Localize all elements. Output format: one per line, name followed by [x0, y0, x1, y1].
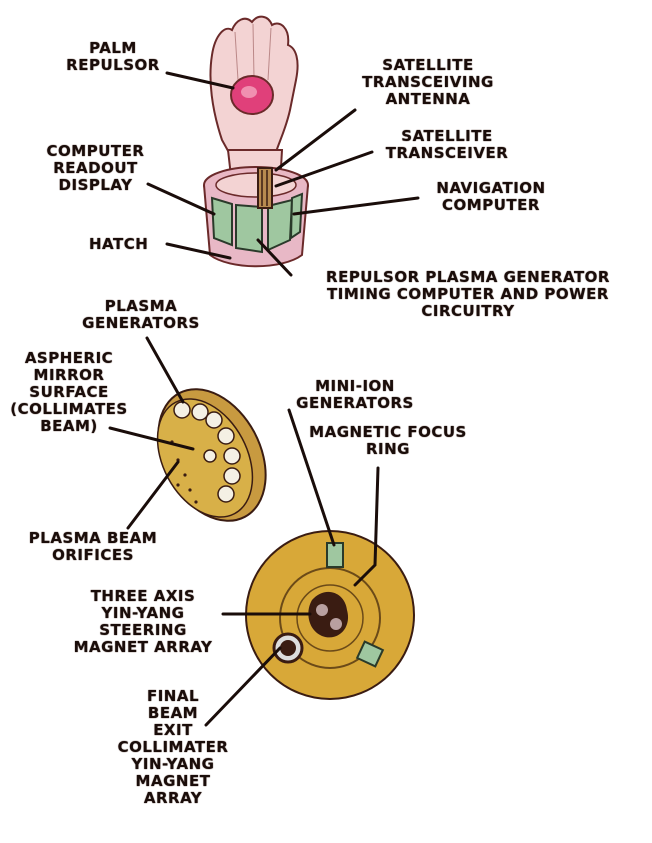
label-palm-repulsor: PALM REPULSOR — [66, 39, 160, 74]
label-satellite-antenna: SATELLITE TRANSCEIVING ANTENNA — [362, 56, 494, 108]
label-navigation-computer: NAVIGATION COMPUTER — [436, 179, 546, 214]
label-repulsor-plasma-generator: REPULSOR PLASMA GENERATOR TIMING COMPUTE… — [326, 268, 610, 320]
label-plasma-beam-orifices: PLASMA BEAM ORIFICES — [28, 529, 158, 564]
label-final-beam-exit: FINAL BEAM EXIT COLLIMATER YIN-YANG MAGN… — [117, 687, 229, 807]
label-three-axis-magnet-array: THREE AXIS YIN-YANG STEERING MAGNET ARRA… — [73, 587, 213, 656]
leader-lines — [108, 71, 420, 727]
label-hatch: HATCH — [89, 235, 149, 253]
label-satellite-transceiver: SATELLITE TRANSCEIVER — [385, 127, 509, 162]
label-mini-ion-generators: MINI-ION GENERATORS — [296, 377, 414, 412]
label-computer-readout: COMPUTER READOUT DISPLAY — [46, 142, 145, 194]
label-magnetic-focus-ring: MAGNETIC FOCUS RING — [309, 423, 467, 458]
gauntlet-illustration — [203, 15, 309, 268]
repulsor-disk-illustration — [245, 530, 415, 700]
label-aspheric-mirror: ASPHERIC MIRROR SURFACE (COLLIMATES BEAM… — [10, 349, 128, 435]
mirror-disk-illustration — [156, 388, 267, 522]
label-plasma-generators: PLASMA GENERATORS — [82, 297, 200, 332]
